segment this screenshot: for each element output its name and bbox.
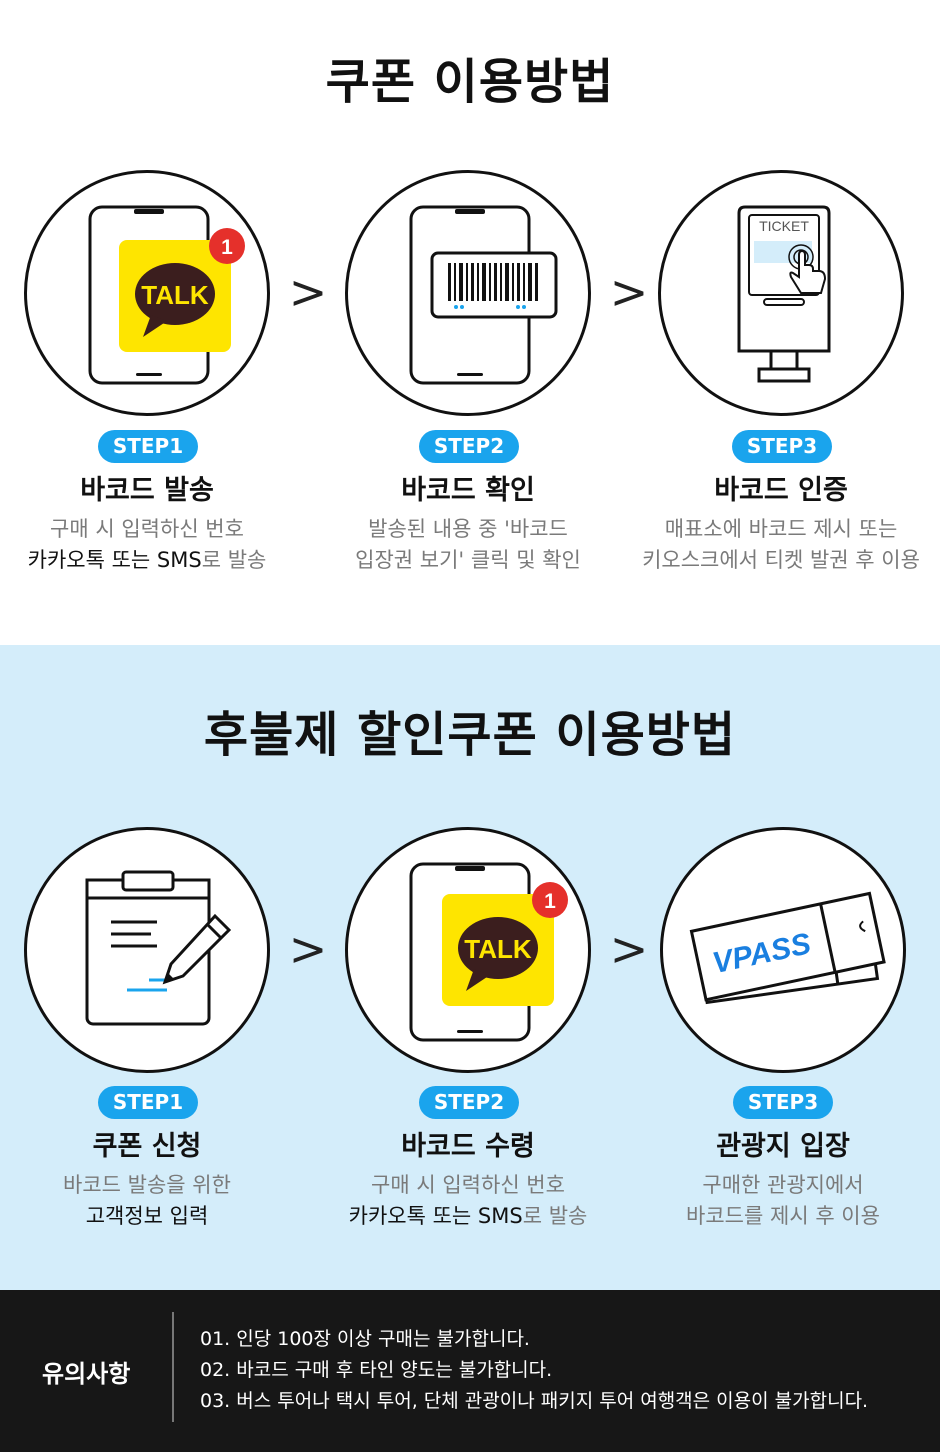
kiosk-ticket-text: TICKET [759, 218, 809, 234]
vpass-ticket-icon: VPASS [689, 891, 886, 1005]
step2-illustration [345, 170, 591, 416]
coupon-usage-section: 쿠폰 이용방법 TALK 1 > [0, 0, 940, 645]
ticket-kiosk-icon: TICKET [737, 205, 831, 383]
step3-badge: STEP3 [732, 430, 832, 463]
step2-desc: 구매 시 입력하신 번호 카카오톡 또는 SMS로 발송 [348, 1173, 588, 1228]
notice-item: 02. 바코드 구매 후 타인 양도는 불가합니다. [200, 1359, 553, 1381]
step1-title: 바코드 발송 [80, 475, 214, 506]
step2-title: 바코드 수령 [401, 1131, 535, 1162]
step2-illustration: TALK 1 [345, 827, 591, 1073]
step3-badge: STEP3 [733, 1086, 833, 1119]
step-arrow-1: > [288, 922, 328, 976]
talk-logo-text: TALK [464, 934, 532, 964]
step1-illustration [24, 827, 270, 1073]
notice-item: 01. 인당 100장 이상 구매는 불가합니다. [200, 1328, 530, 1350]
step3-title: 바코드 인증 [714, 475, 848, 506]
step1-badge: STEP1 [98, 1086, 198, 1119]
kakaotalk-phone-icon: TALK 1 [88, 205, 245, 385]
step3-illustration: VPASS [660, 827, 906, 1073]
section-title: 후불제 할인쿠폰 이용방법 [203, 707, 737, 763]
step3-title: 관광지 입장 [716, 1131, 850, 1162]
notice-section: 유의사항 01. 인당 100장 이상 구매는 불가합니다. 02. 바코드 구… [0, 1290, 940, 1452]
step-arrow-2: > [609, 265, 649, 319]
step-arrow-1: > [288, 265, 328, 319]
talk-logo-text: TALK [141, 280, 209, 310]
step1-desc: 바코드 발송을 위한 고객정보 입력 [63, 1173, 231, 1228]
step2-badge: STEP2 [419, 1086, 519, 1119]
notice-list: 01. 인당 100장 이상 구매는 불가합니다. 02. 바코드 구매 후 타… [200, 1324, 868, 1417]
step-arrow-2: > [609, 922, 649, 976]
step1-badge: STEP1 [98, 430, 198, 463]
notification-count: 1 [221, 236, 233, 259]
kakaotalk-phone-icon: TALK 1 [409, 862, 568, 1042]
notice-divider [172, 1312, 174, 1422]
deferred-coupon-section: 후불제 할인쿠폰 이용방법 > TALK 1 [0, 645, 940, 1290]
step1-title: 쿠폰 신청 [92, 1131, 202, 1162]
notice-label: 유의사항 [42, 1360, 131, 1388]
step2-title: 바코드 확인 [401, 475, 535, 506]
step3-desc: 매표소에 바코드 제시 또는 키오스크에서 티켓 발권 후 이용 [642, 517, 920, 572]
section-title: 쿠폰 이용방법 [325, 54, 615, 110]
step1-illustration: TALK 1 [24, 170, 270, 416]
barcode-phone-icon [409, 205, 558, 385]
step1-desc: 구매 시 입력하신 번호 카카오톡 또는 SMS로 발송 [27, 517, 267, 572]
step2-desc: 발송된 내용 중 '바코드 입장권 보기' 클릭 및 확인 [355, 517, 581, 572]
step2-badge: STEP2 [419, 430, 519, 463]
step3-illustration: TICKET [658, 170, 904, 416]
clipboard-pen-icon [85, 870, 232, 1026]
notification-count: 1 [544, 890, 556, 913]
step3-desc: 구매한 관광지에서 바코드를 제시 후 이용 [686, 1173, 880, 1228]
notice-item: 03. 버스 투어나 택시 투어, 단체 관광이나 패키지 투어 여행객은 이용… [200, 1390, 869, 1412]
